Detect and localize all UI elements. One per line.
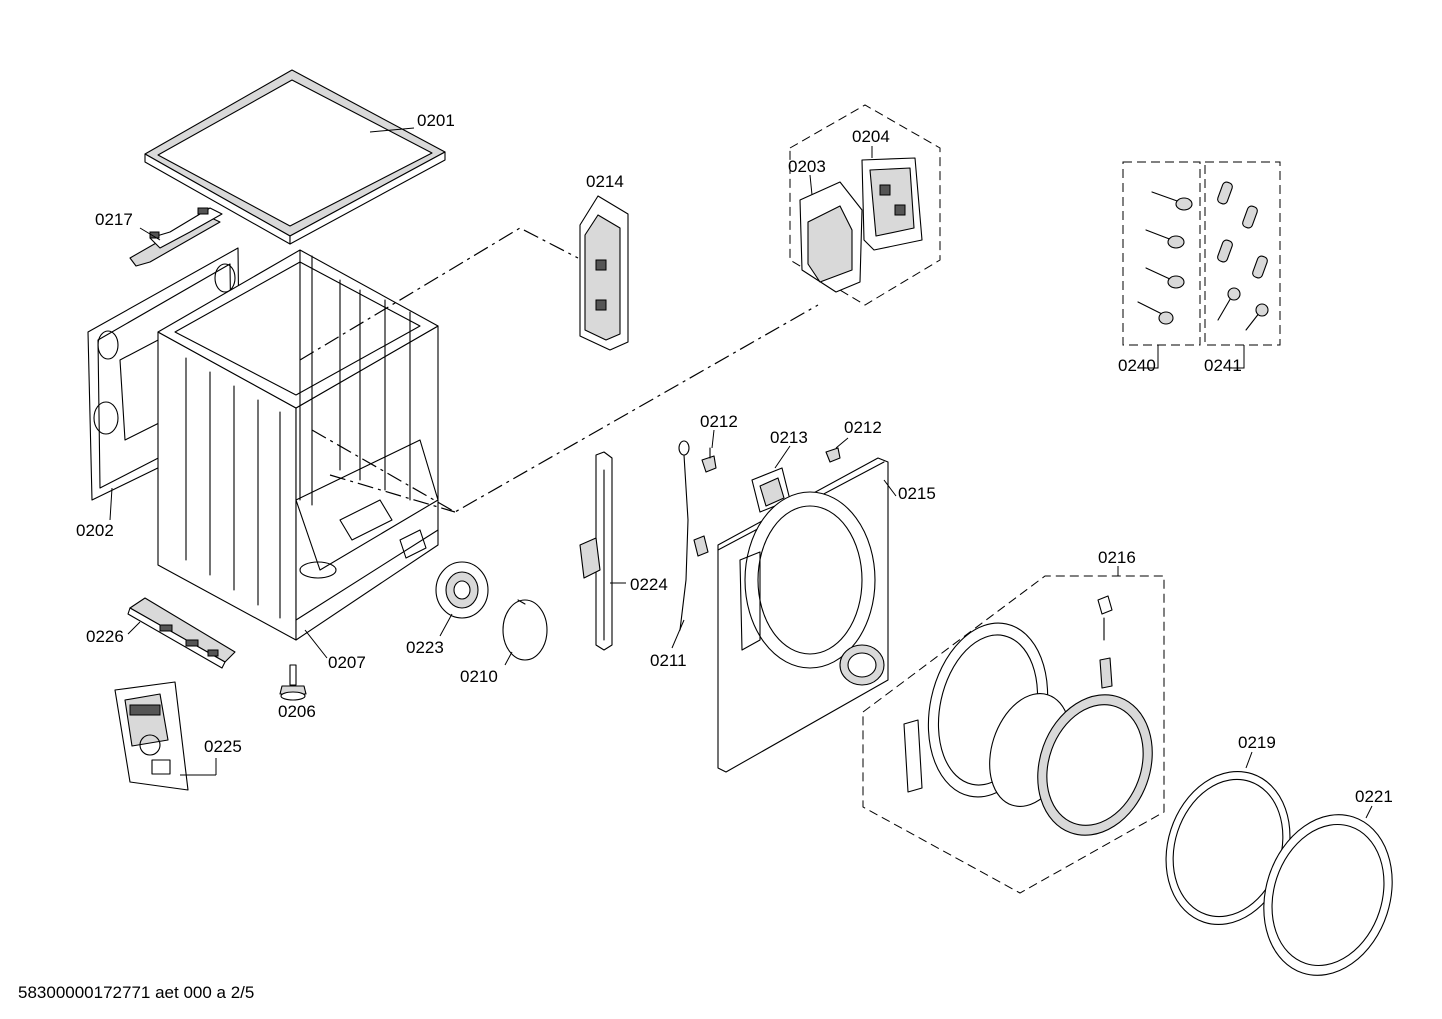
part-0241-clips[interactable] — [1217, 181, 1269, 331]
label-0201: 0201 — [417, 111, 455, 130]
part-0203-box[interactable] — [799, 181, 863, 293]
part-0240-bolts[interactable] — [1137, 191, 1193, 325]
label-0216: 0216 — [1098, 548, 1136, 567]
part-0224-rail[interactable] — [579, 451, 613, 651]
group-0241 — [1204, 161, 1281, 346]
label-0213: 0213 — [770, 428, 808, 447]
group-0203-0204 — [789, 104, 941, 306]
part-0217-bracket[interactable] — [129, 207, 223, 267]
label-0241: 0241 — [1204, 356, 1242, 375]
label-0225: 0225 — [204, 737, 242, 756]
label-0214: 0214 — [586, 172, 624, 191]
label-0202: 0202 — [76, 521, 114, 540]
part-0211-cable[interactable] — [678, 440, 709, 631]
label-0207: 0207 — [328, 653, 366, 672]
group-0216-door — [862, 575, 1165, 894]
part-0223-ring[interactable] — [435, 561, 489, 619]
part-0201-top-cover[interactable] — [144, 69, 446, 245]
label-0223: 0223 — [406, 638, 444, 657]
label-0224: 0224 — [630, 575, 668, 594]
label-0203: 0203 — [788, 157, 826, 176]
label-0210: 0210 — [460, 667, 498, 686]
document-footer: 58300000172771 aet 000 a 2/5 — [18, 983, 254, 1002]
group-0240 — [1122, 161, 1201, 346]
part-0226-rail[interactable] — [127, 597, 236, 669]
label-0215: 0215 — [898, 484, 936, 503]
label-0212-a: 0212 — [700, 412, 738, 431]
cabinet-frame[interactable] — [157, 249, 439, 641]
part-0212-clip-a[interactable] — [701, 447, 717, 473]
label-0212-b: 0212 — [844, 418, 882, 437]
label-0240: 0240 — [1118, 356, 1156, 375]
label-0226: 0226 — [86, 627, 124, 646]
assembly-lines — [299, 227, 819, 513]
part-0214-rail[interactable] — [579, 195, 629, 351]
label-0204: 0204 — [852, 127, 890, 146]
part-0215-front-panel[interactable] — [717, 457, 889, 773]
part-0225-module[interactable] — [114, 681, 189, 791]
part-0216-door[interactable] — [903, 595, 1171, 851]
label-0219: 0219 — [1238, 733, 1276, 752]
part-0221-ring[interactable] — [1244, 798, 1413, 992]
label-0211: 0211 — [650, 651, 687, 670]
label-0217: 0217 — [95, 210, 133, 229]
part-0210-cover[interactable] — [502, 599, 548, 661]
part-0206-foot[interactable] — [279, 664, 307, 701]
part-0212-clip-b[interactable] — [825, 447, 841, 463]
part-0204-board[interactable] — [861, 157, 923, 251]
label-0221: 0221 — [1355, 787, 1393, 806]
label-0206: 0206 — [278, 702, 316, 721]
